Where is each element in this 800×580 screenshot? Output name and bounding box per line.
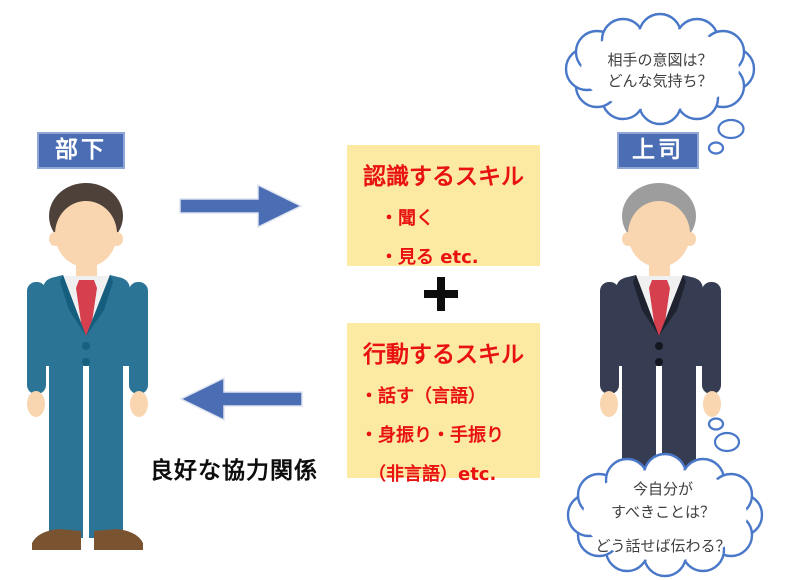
plus-icon [424, 277, 458, 311]
arrow-right-icon [179, 184, 303, 228]
boss-thought-bubble-bottom: 今自分が すべきことは？ どう話せば伝わる？ [566, 417, 764, 578]
relationship-text: 良好な協力関係 [150, 458, 318, 484]
subordinate-label: 部下 [37, 132, 125, 169]
bubble-top-line2: どんな気持ち？ [607, 72, 712, 90]
action-skill-item: ・身振り・手振り [360, 425, 504, 446]
action-skill-box: 行動するスキル ・話す（言語） ・身振り・手振り （非言語）etc. [347, 323, 540, 485]
action-skill-item: （非言語）etc. [368, 464, 497, 485]
recognition-skill-item: ・見る etc. [380, 247, 479, 268]
recognition-skill-title: 認識するスキル [363, 164, 524, 190]
action-skill-item: ・話す（言語） [360, 386, 486, 407]
bubble-bottom-line2: すべきことは？ [611, 503, 715, 521]
action-skill-title: 行動するスキル [363, 342, 524, 368]
bubble-bottom-line3: どう話せば伝わる？ [595, 537, 730, 555]
recognition-skill-item: ・聞く [380, 208, 434, 229]
bubble-bottom-line1: 今自分が [633, 480, 693, 498]
recognition-skill-box: 認識するスキル ・聞く ・見る etc. [347, 145, 540, 268]
bubble-top-line1: 相手の意図は？ [607, 51, 712, 69]
subordinate-person-icon [27, 183, 148, 550]
boss-thought-bubble-top: 相手の意図は？ どんな気持ち？ [564, 12, 756, 155]
boss-label: 上司 [617, 132, 699, 169]
arrow-left-icon [179, 377, 303, 421]
